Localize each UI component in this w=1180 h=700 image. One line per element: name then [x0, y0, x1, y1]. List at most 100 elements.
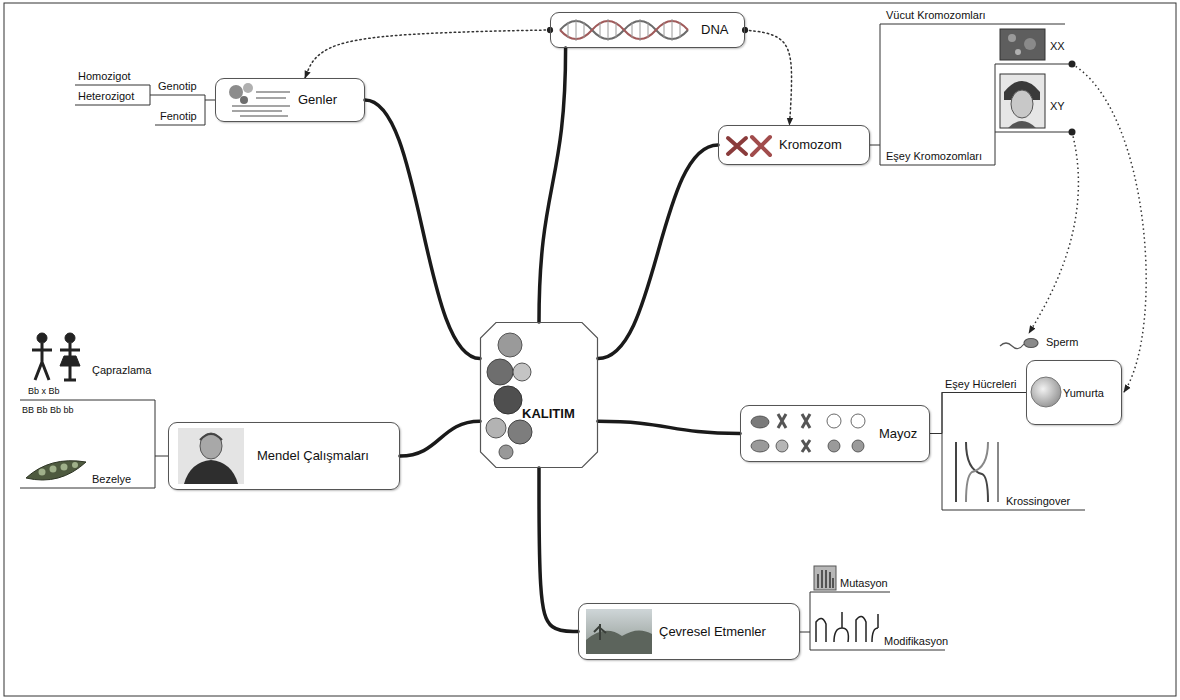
branch-connector [539, 468, 578, 632]
cross-figures [60, 343, 80, 380]
xx-photo [1015, 49, 1021, 55]
cross-figures [32, 343, 52, 380]
egg-picture [1031, 377, 1061, 407]
topic-box: Genler [215, 78, 365, 122]
heredity-cartoon [486, 418, 506, 438]
branch-lines [942, 392, 1085, 510]
page-frame [4, 3, 1176, 696]
central-topic: KALITIM [480, 322, 598, 468]
branch-label: Krossingover [1006, 495, 1070, 508]
branch-label: Fenotip [160, 110, 197, 123]
pea-pod [26, 461, 86, 480]
node-title: Kromozom [779, 137, 842, 153]
sperm-picture [1000, 339, 1038, 349]
landscape-photo [586, 630, 652, 654]
heredity-cartoon [498, 333, 522, 357]
gene-icon [229, 83, 290, 116]
node-title: Genler [298, 92, 337, 108]
topic-box: DNA [550, 12, 745, 48]
node-title: Mendel Çalışmaları [257, 448, 369, 464]
gamete-arrows [1072, 64, 1146, 392]
egg-picture [1031, 377, 1061, 407]
dna-helix [560, 21, 688, 39]
xy-photo [1011, 90, 1033, 118]
branch-connector [539, 48, 566, 322]
branch-label: Modifikasyon [884, 635, 948, 648]
heredity-cartoon [513, 363, 531, 381]
meiosis-icon [852, 440, 864, 452]
landscape-photo [586, 609, 652, 654]
branch-label: Bezelye [92, 473, 131, 486]
modification-picture [856, 616, 866, 642]
topic-box: Mayoz [740, 405, 930, 462]
branch-connector [400, 421, 480, 456]
branch-connector [365, 100, 480, 359]
branch-label: Heterozigot [78, 90, 134, 103]
gene-icon [229, 85, 243, 99]
pea-pod [72, 462, 78, 468]
mutation-picture [814, 566, 836, 590]
pea-pod [50, 466, 57, 473]
branch-label: Genotip [158, 80, 197, 93]
mutation-picture [814, 566, 836, 590]
crossing-over-picture [997, 442, 999, 502]
meiosis-icon [827, 414, 841, 428]
meiosis-icon [778, 414, 786, 428]
modification-picture [816, 612, 878, 642]
branch-label: XX [1050, 40, 1065, 53]
modification-picture [834, 612, 848, 642]
branch-label: Mutasyon [840, 577, 888, 590]
mendel-portrait [178, 428, 244, 484]
cross-figures [65, 333, 75, 343]
heredity-cartoon [494, 386, 522, 414]
xy-photo [1000, 74, 1045, 128]
crossing-over-picture [956, 442, 998, 502]
gamete-arrows [1029, 64, 1146, 392]
crossing-over-picture [966, 442, 988, 502]
node-title: Mayoz [879, 426, 917, 442]
topic-box: Çevresel Etmenler [578, 603, 800, 660]
arrow-dot [1069, 61, 1076, 68]
dna-helix [560, 21, 688, 39]
mendel-portrait [200, 434, 222, 440]
mendel-portrait [178, 428, 244, 484]
xy-photo [1008, 121, 1036, 128]
meiosis-icon [751, 414, 865, 452]
gene-icon [232, 92, 290, 116]
branch-connector [598, 421, 740, 433]
xx-photo [1008, 34, 1016, 42]
octagon-outline [480, 322, 598, 468]
connector-label: Eşey Hücreleri [944, 378, 1018, 391]
heredity-cartoon [508, 420, 532, 444]
page-frame [4, 3, 1176, 696]
topic-box: Kromozom [718, 125, 870, 165]
branch-label: BB Bb Bb bb [22, 404, 74, 417]
meiosis-icon [776, 440, 788, 452]
gamete-arrows [1029, 132, 1078, 333]
branch-label: Çaprazlama [92, 364, 151, 377]
sperm-picture [1000, 343, 1024, 349]
sperm-picture [1024, 339, 1038, 348]
xy-photo [1000, 74, 1045, 128]
arrow-dot [1069, 61, 1076, 136]
heredity-cartoon [486, 333, 532, 459]
gene-icon [240, 96, 248, 104]
cross-figures [32, 333, 80, 380]
branch-lines [20, 24, 1085, 650]
landscape-photo [586, 609, 652, 654]
modification-picture [872, 614, 878, 642]
crossing-over-picture [966, 442, 988, 502]
branch-label: Vücut Kromozomları [886, 9, 986, 22]
crossing-over-picture [955, 442, 957, 502]
gene-icon [243, 83, 253, 93]
xx-photo [1024, 38, 1036, 50]
meiosis-icon [802, 414, 810, 428]
octagon-outline [481, 323, 598, 468]
dotted-arrow [745, 30, 792, 125]
branch-lines [20, 400, 168, 488]
arrow-dot [1069, 129, 1076, 136]
chromosome-icon [752, 137, 770, 155]
